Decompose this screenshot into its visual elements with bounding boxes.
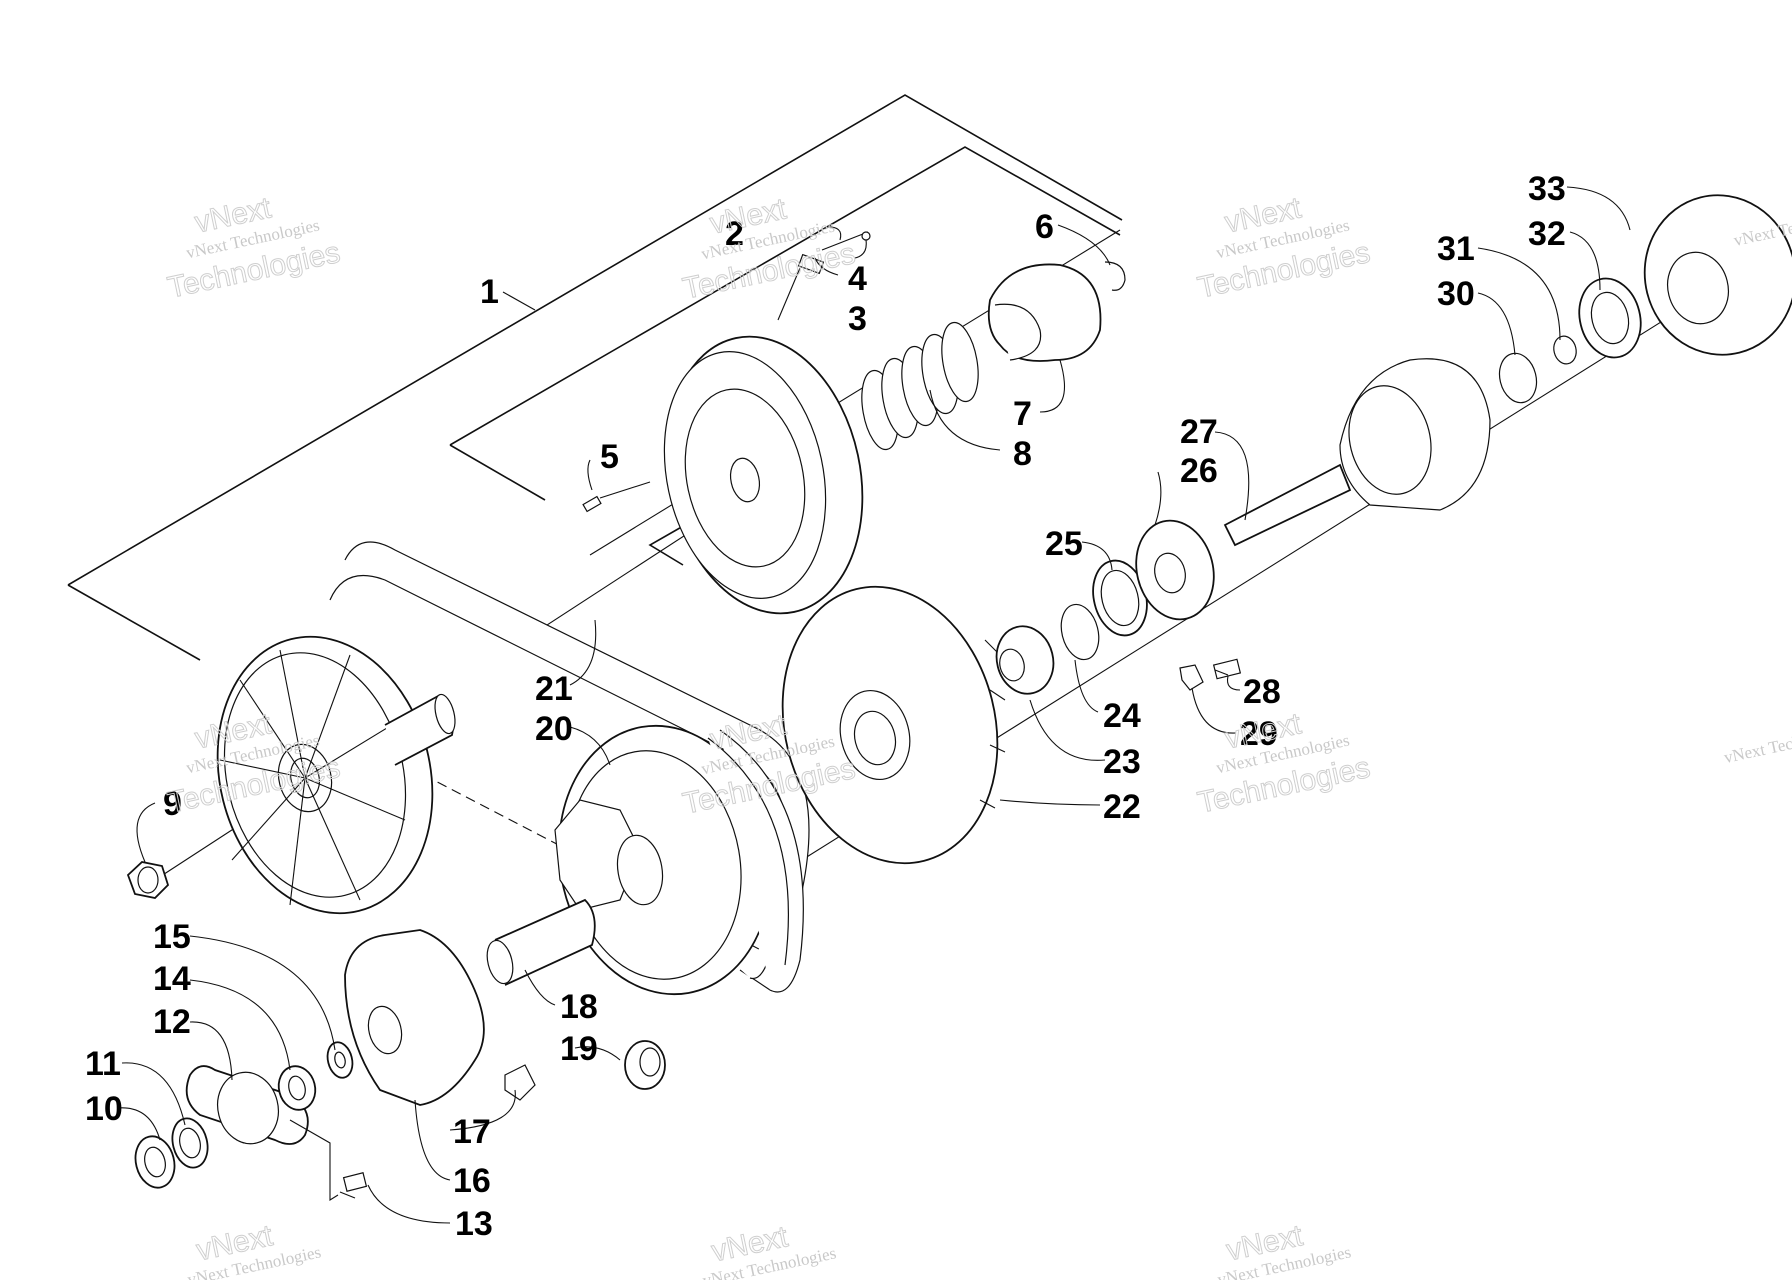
nut [126,861,170,899]
washer-part-30 [1498,352,1538,404]
watermark-tc: vNext vNext Technologies Technologies [679,192,858,306]
bearing-part-26 [1135,519,1215,621]
bracket-joint [648,524,686,566]
callout-27: 27 [1180,413,1218,451]
callout-8: 8 [1013,435,1032,473]
callout-21: 21 [535,670,573,708]
bolt-part-13 [289,1119,368,1201]
watermark-edge-r: vNext Technologies [1722,720,1792,767]
watermark-bl: vNext vNext Technologies [186,1219,323,1280]
callout-2: 2 [725,215,744,253]
watermark-br: vNext vNext Technologies [1216,1219,1353,1280]
drive-shaft-tube [384,693,456,766]
driven-sheave [781,585,1006,865]
washer-part-15 [326,1041,354,1079]
callout-22: 22 [1103,788,1141,826]
clutch-outer-ring [707,729,804,993]
callout-14: 14 [153,960,191,998]
moveable-sheave-disk [663,335,864,615]
callout-25: 25 [1045,525,1083,563]
callout-13: 13 [455,1205,493,1243]
assembly-bracket-inner [449,146,1121,501]
callout-5: 5 [600,438,619,476]
callout-23: 23 [1103,743,1141,781]
callout-18: 18 [560,988,598,1026]
bushing-part-14 [277,1065,317,1111]
pin-part-5 [582,481,651,513]
callout-12: 12 [153,1003,191,1041]
callout-29: 29 [1240,715,1278,753]
callout-6: 6 [1035,208,1054,246]
bolt-part-28 [1212,658,1242,680]
hub-part-33 [1643,194,1792,356]
nut-part-29 [1179,664,1204,691]
fixed-sheave-wheel [216,635,434,915]
drive-spring [861,321,979,451]
o-ring-part-24 [1060,603,1100,661]
roller-hardware [777,231,871,321]
assembly-bracket-outer [67,94,1123,661]
callout-33: 33 [1528,170,1566,208]
leader-lines [116,186,1631,1224]
retainer-plate-12 [185,1065,309,1145]
callout-4: 4 [848,260,867,298]
callout-10: 10 [85,1090,123,1128]
seal-part-11 [171,1117,209,1169]
callout-16: 16 [453,1162,491,1200]
roller-part-19 [624,1040,666,1090]
callout-19: 19 [560,1030,598,1068]
callout-26: 26 [1180,452,1218,490]
callout-32: 32 [1528,215,1566,253]
callout-9: 9 [163,785,182,823]
callout-30: 30 [1437,275,1475,313]
watermark-mr: vNext vNext Technologies Technologies [1194,707,1373,820]
callout-3: 3 [848,300,867,338]
clutch-drum-shaft [1223,358,1491,547]
callout-31: 31 [1437,230,1475,268]
bearing-part-10 [134,1135,176,1189]
callout-17: 17 [453,1113,491,1151]
watermark-tl: vNext vNext Technologies Technologies [164,191,343,305]
callout-7: 7 [1013,395,1032,433]
watermark-company: vNext Technologies [1722,720,1792,767]
callout-20: 20 [535,710,573,748]
watermark-bc: vNext vNext Technologies [701,1220,838,1280]
callout-1: 1 [480,273,499,311]
sleeve [486,898,596,986]
callout-28: 28 [1243,673,1281,711]
callout-24: 24 [1103,697,1141,735]
snap-ring [1104,261,1126,291]
watermark-tr: vNext vNext Technologies Technologies [1194,191,1373,305]
spider-cover [987,263,1102,362]
clip-part-17 [504,1064,536,1101]
callout-11: 11 [85,1045,121,1083]
cam-plate [344,929,485,1106]
callout-labels: 1 2 3 4 5 6 7 8 9 10 11 12 13 14 15 16 1… [85,170,1566,1243]
callout-15: 15 [153,918,191,956]
bearing-part-32 [1578,277,1642,359]
bushing-part-31 [1553,335,1577,365]
bushing-part-23 [995,625,1055,695]
